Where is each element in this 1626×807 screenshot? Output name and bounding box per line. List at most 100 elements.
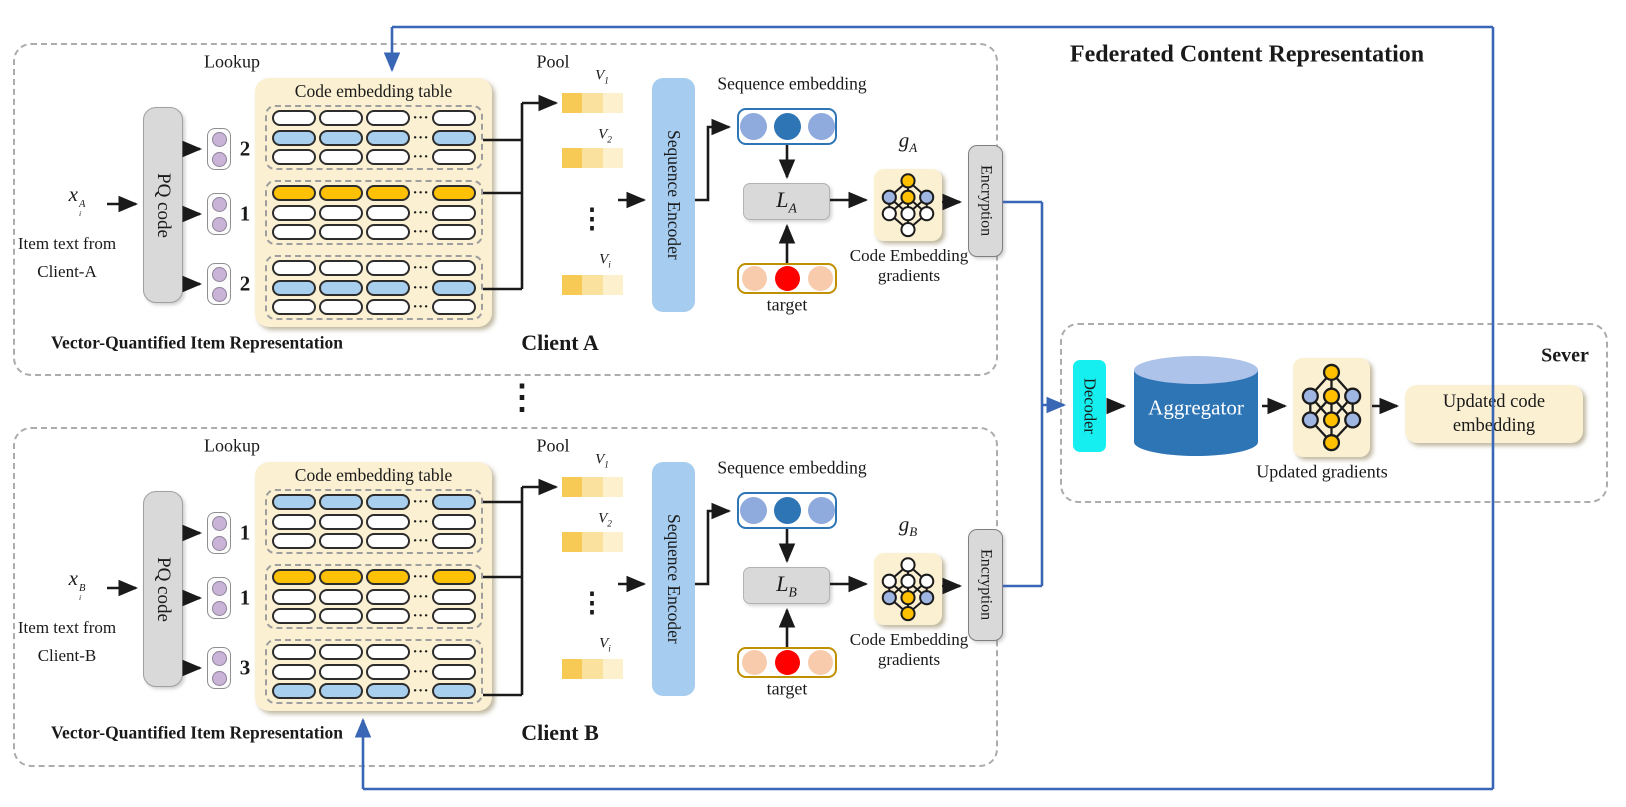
code-embedding-groups: ··························· (265, 489, 483, 704)
code-pill-white (318, 299, 363, 315)
lookup-code-1 (207, 128, 231, 170)
lookup-code-3 (207, 263, 231, 305)
code-pill-white (365, 663, 410, 680)
updated-code-embedding-box: Updated code embedding (1405, 385, 1583, 443)
code-pill-white (272, 663, 316, 680)
embedding-dot (807, 113, 835, 140)
code-group: ··· ··· ··· (265, 639, 483, 704)
loss-box: LB (743, 567, 830, 604)
sequence-embedding-box (737, 492, 837, 529)
embedding-dot (773, 113, 801, 140)
code-group: ········· (265, 105, 483, 170)
code-dot (211, 650, 227, 666)
sequence-embedding-label: Sequence embedding (717, 73, 867, 94)
code-pill-white (318, 663, 363, 680)
row-ellipsis: ··· (412, 279, 430, 296)
code-pill-blue (431, 683, 476, 699)
vector-label-1: V1 (595, 67, 609, 87)
code-value-2: 1 (239, 201, 251, 226)
code-row: ··· (272, 224, 476, 240)
code-pill-white (431, 533, 476, 549)
code-pill-orange (318, 569, 363, 585)
row-ellipsis: ··· (412, 110, 430, 126)
lookup-code-2 (207, 193, 231, 235)
code-pill-orange (365, 185, 410, 201)
vector-cell (582, 93, 603, 113)
code-pill-orange (272, 185, 316, 201)
input-caption-line2: Client-A (37, 262, 97, 281)
code-pill-blue (365, 683, 410, 699)
code-value-2: 1 (239, 585, 251, 610)
pq-code-box: PQ code (143, 107, 183, 303)
input-caption-line1: Item text from (17, 618, 117, 637)
vector-label-i: Vi (599, 635, 611, 655)
code-row: ··· (272, 663, 476, 680)
row-ellipsis: ··· (412, 129, 430, 146)
code-row: ··· (272, 683, 476, 699)
code-pill-white (431, 513, 476, 530)
pooled-vector-2 (562, 532, 623, 552)
code-pill-white (272, 513, 316, 530)
code-row: ··· (272, 110, 476, 126)
updated-gradients-network-icon (1293, 358, 1370, 457)
server-label: Sever (1541, 344, 1589, 367)
lookup-label: Lookup (204, 51, 260, 72)
updated-gradients-label: Updated gradients (1256, 461, 1388, 482)
input-caption-line2: Client-B (37, 646, 97, 665)
vector-cell (602, 148, 623, 168)
code-row: ··· (272, 279, 476, 296)
vector-cell (602, 275, 623, 295)
code-embedding-table: Code embedding table ···················… (255, 78, 492, 327)
embedding-dot (807, 266, 833, 291)
code-pill-white (431, 204, 476, 221)
code-dot (211, 515, 227, 531)
code-pill-white (365, 588, 410, 605)
pool-label: Pool (536, 435, 570, 456)
target-box (737, 647, 837, 678)
code-pill-white (318, 588, 363, 605)
code-group: ········· (265, 564, 483, 629)
pool-ellipsis: ⋮ (578, 587, 606, 618)
code-pill-white (318, 204, 363, 221)
code-group: ········· (265, 255, 483, 320)
clients-ellipsis: ⋮ (505, 379, 539, 417)
code-pill-white (431, 299, 476, 315)
region-label: Vector-Quantified Item Representation (51, 332, 343, 353)
code-pill-white (365, 644, 410, 660)
code-dot (211, 216, 227, 232)
embedding-dot (741, 650, 767, 675)
code-pill-white (431, 260, 476, 276)
aggregator-database-icon (1132, 354, 1260, 458)
code-pill-white (318, 644, 363, 660)
code-row: ··· (272, 644, 476, 660)
vector-cell (562, 659, 583, 679)
loss-box: LA (743, 183, 830, 220)
vector-cell (562, 93, 583, 113)
code-row: ··· (272, 129, 476, 146)
target-label: target (766, 294, 808, 315)
code-pill-blue (272, 683, 316, 699)
region-label: Vector-Quantified Item Representation (51, 722, 343, 743)
code-dot (211, 266, 227, 282)
row-ellipsis: ··· (412, 569, 430, 585)
code-dot (211, 131, 227, 147)
row-ellipsis: ··· (412, 224, 430, 240)
pooled-vector-2 (562, 148, 623, 168)
code-row: ··· (272, 299, 476, 315)
vector-label-2: V2 (598, 126, 612, 146)
code-pill-white (431, 149, 476, 165)
vector-cell (562, 477, 583, 497)
code-pill-blue (272, 494, 316, 510)
row-ellipsis: ··· (412, 644, 430, 660)
code-pill-blue (318, 683, 363, 699)
pooled-vector-i (562, 275, 623, 295)
code-dot (211, 286, 227, 302)
row-ellipsis: ··· (412, 588, 430, 605)
code-pill-orange (431, 185, 476, 201)
code-value-3: 2 (239, 271, 251, 296)
code-pill-white (272, 533, 316, 549)
code-pill-blue (318, 494, 363, 510)
